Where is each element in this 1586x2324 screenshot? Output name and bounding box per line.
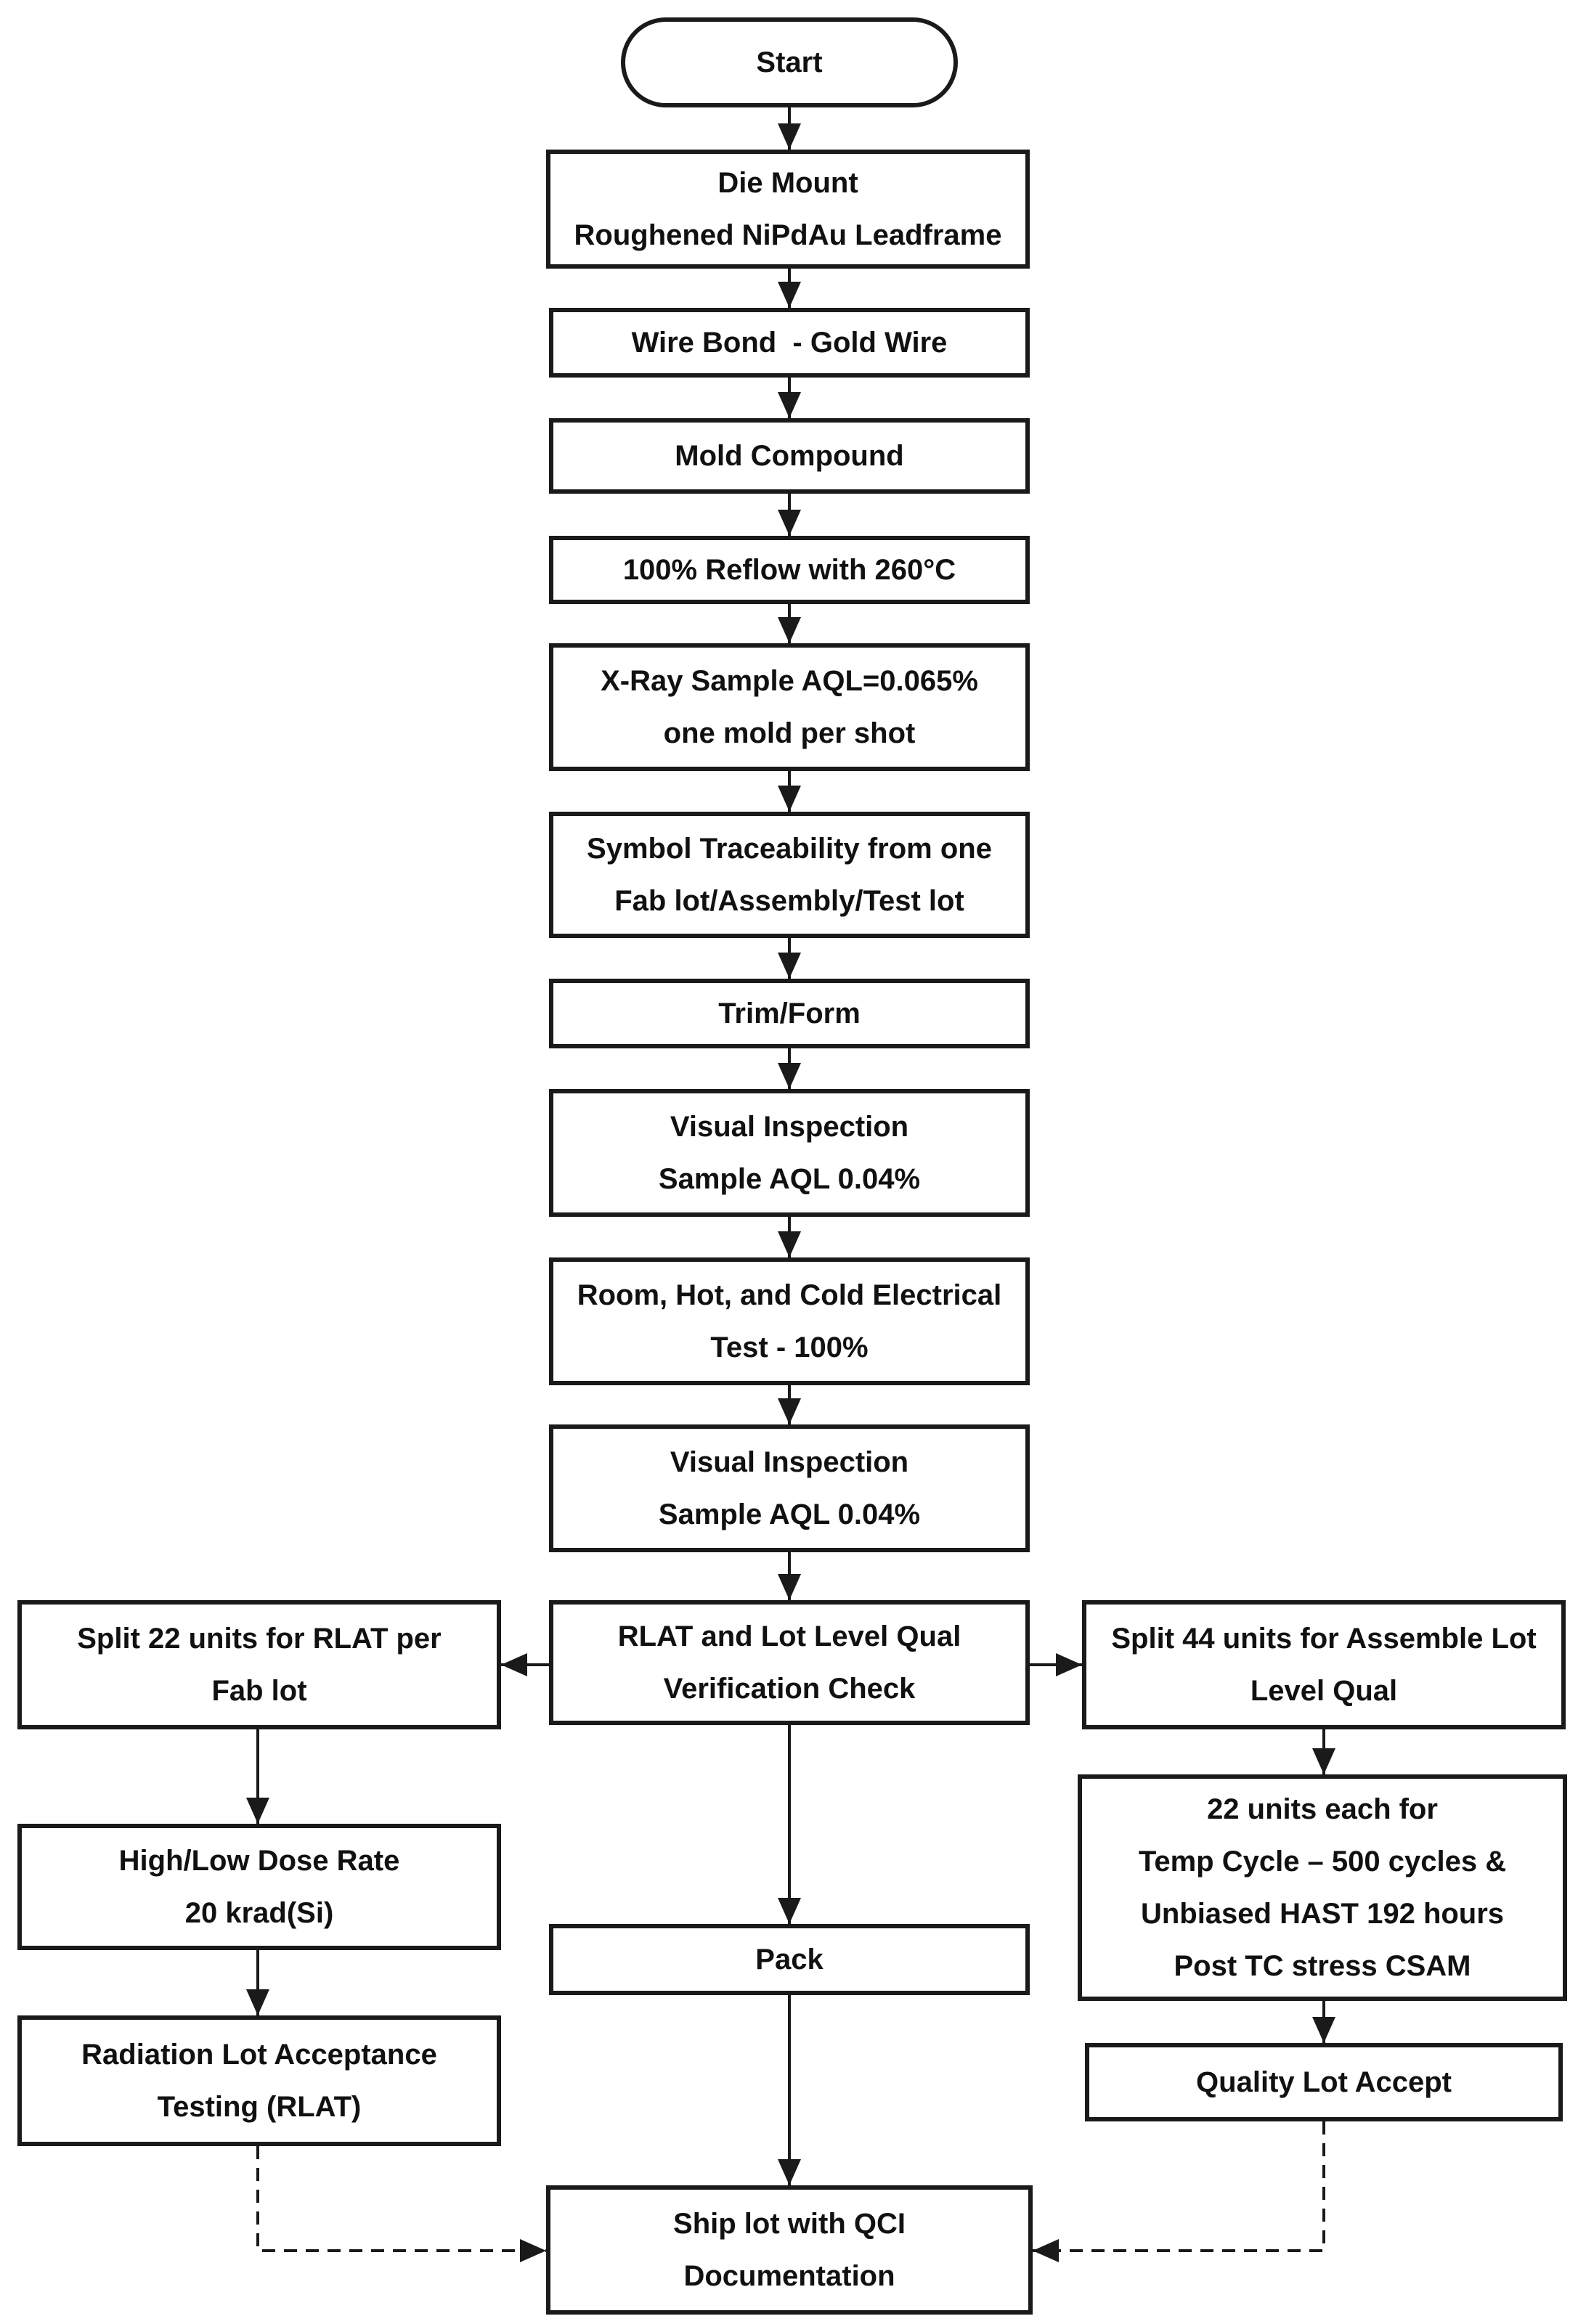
radiation-line2: Testing (RLAT) <box>157 2091 362 2123</box>
dose-rate-line1: High/Low Dose Rate <box>118 1845 400 1877</box>
dose-rate-line2: 20 krad(Si) <box>184 1897 334 1929</box>
split44-line2: Level Qual <box>1250 1675 1398 1707</box>
visual-inspection-box-2: Visual Inspection Sample AQL 0.04% <box>549 1424 1030 1552</box>
symbol-line2: Fab lot/Assembly/Test lot <box>614 885 964 917</box>
rlat-check-line2: Verification Check <box>663 1673 916 1705</box>
start-label: Start <box>756 46 823 78</box>
die-mount-line2: Roughened NiPdAu Leadframe <box>574 219 1002 251</box>
visual1-line2: Sample AQL 0.04% <box>658 1163 921 1195</box>
electrical-line2: Test - 100% <box>710 1332 869 1363</box>
ship-lot-box: Ship lot with QCI Documentation <box>546 2185 1033 2315</box>
electrical-test-box: Room, Hot, and Cold Electrical Test - 10… <box>549 1257 1030 1385</box>
split22-line2: Fab lot <box>211 1675 307 1707</box>
temp-cycle-box: 22 units each for Temp Cycle – 500 cycle… <box>1078 1774 1567 2001</box>
dashed-arrow-quality-to-ship <box>1033 2121 1325 2262</box>
temp-cycle-line2: Temp Cycle – 500 cycles & <box>1138 1846 1507 1877</box>
visual2-line2: Sample AQL 0.04% <box>658 1499 921 1530</box>
reflow-label: 100% Reflow with 260°C <box>622 554 956 586</box>
rlat-verification-box: RLAT and Lot Level Qual Verification Che… <box>549 1600 1030 1725</box>
die-mount-line1: Die Mount <box>717 167 858 199</box>
temp-cycle-line1: 22 units each for <box>1207 1793 1438 1825</box>
trim-form-box: Trim/Form <box>549 979 1030 1048</box>
quality-lot-accept-box: Quality Lot Accept <box>1085 2043 1563 2121</box>
pack-label: Pack <box>755 1944 824 1976</box>
electrical-line1: Room, Hot, and Cold Electrical <box>577 1279 1002 1311</box>
ship-line2: Documentation <box>683 2260 895 2292</box>
split22-line1: Split 22 units for RLAT per <box>77 1623 442 1655</box>
split-22-units-box: Split 22 units for RLAT per Fab lot <box>17 1600 501 1729</box>
die-mount-box: Die Mount Roughened NiPdAu Leadframe <box>546 150 1030 269</box>
visual1-line1: Visual Inspection <box>670 1111 909 1143</box>
temp-cycle-line3: Unbiased HAST 192 hours <box>1140 1898 1505 1930</box>
symbol-line1: Symbol Traceability from one <box>587 833 992 865</box>
symbol-traceability-box: Symbol Traceability from one Fab lot/Ass… <box>549 812 1030 938</box>
visual2-line1: Visual Inspection <box>670 1446 909 1478</box>
mold-compound-box: Mold Compound <box>549 418 1030 494</box>
rlat-check-line1: RLAT and Lot Level Qual <box>617 1620 961 1652</box>
xray-line1: X-Ray Sample AQL=0.065% <box>601 665 978 697</box>
split-44-units-box: Split 44 units for Assemble Lot Level Qu… <box>1082 1600 1566 1729</box>
radiation-line1: Radiation Lot Acceptance <box>81 2039 437 2071</box>
xray-box: X-Ray Sample AQL=0.065% one mold per sho… <box>549 643 1030 771</box>
quality-label: Quality Lot Accept <box>1196 2066 1452 2098</box>
radiation-lot-acceptance-box: Radiation Lot Acceptance Testing (RLAT) <box>17 2015 501 2146</box>
visual-inspection-box-1: Visual Inspection Sample AQL 0.04% <box>549 1089 1030 1217</box>
dashed-arrow-radiation-to-ship <box>256 2146 546 2262</box>
wire-bond-label: Wire Bond - Gold Wire <box>631 327 948 359</box>
temp-cycle-line4: Post TC stress CSAM <box>1174 1950 1471 1982</box>
xray-line2: one mold per shot <box>663 717 916 749</box>
reflow-box: 100% Reflow with 260°C <box>549 536 1030 604</box>
pack-box: Pack <box>549 1924 1030 1995</box>
split44-line1: Split 44 units for Assemble Lot <box>1111 1623 1537 1655</box>
ship-line1: Ship lot with QCI <box>673 2208 906 2240</box>
wire-bond-box: Wire Bond - Gold Wire <box>549 308 1030 378</box>
mold-compound-label: Mold Compound <box>675 440 904 472</box>
start-terminal: Start <box>621 17 958 107</box>
dose-rate-box: High/Low Dose Rate 20 krad(Si) <box>17 1824 501 1950</box>
trim-form-label: Trim/Form <box>718 998 861 1030</box>
